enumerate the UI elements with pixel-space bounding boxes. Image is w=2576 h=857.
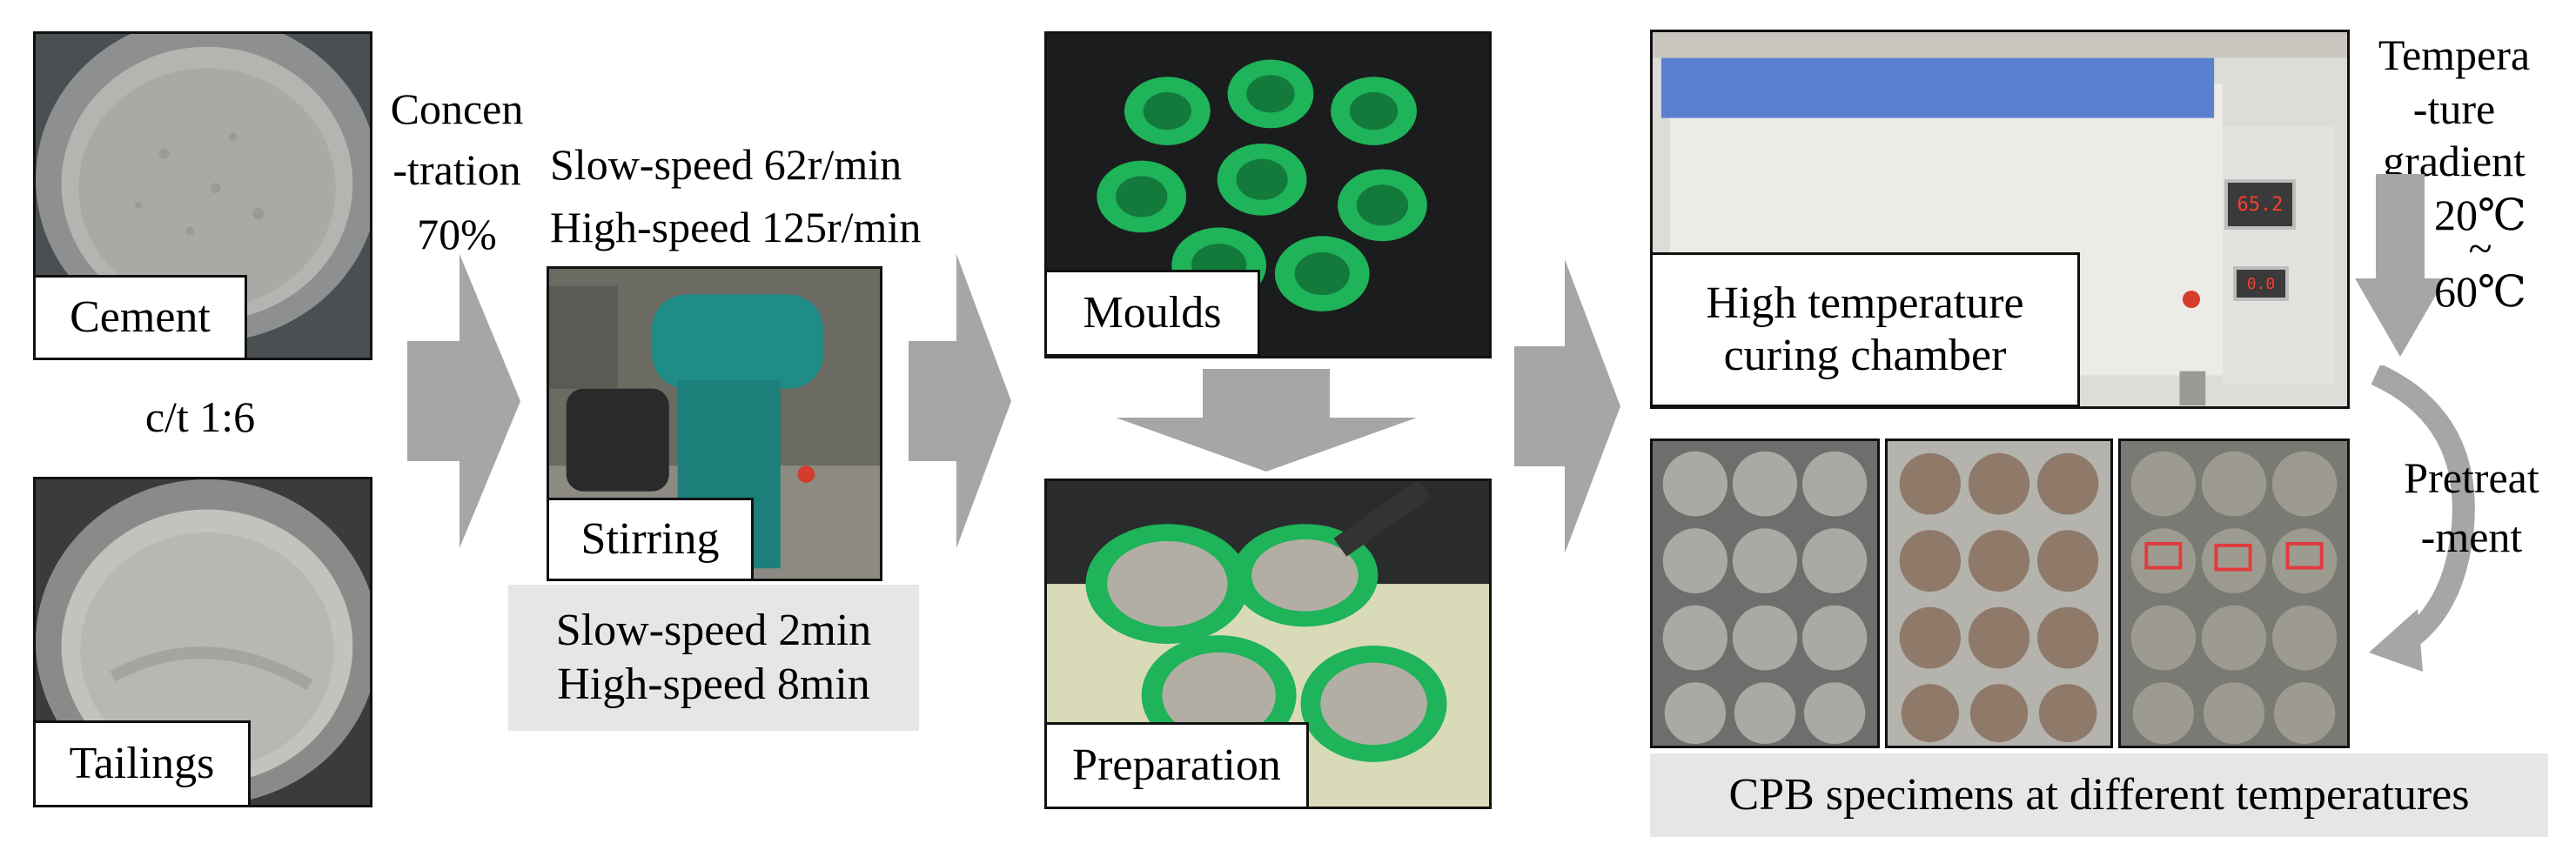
stirring-machine-photo bbox=[547, 266, 882, 581]
stirring-label: Stirring bbox=[547, 498, 754, 581]
flow-arrow-down bbox=[1116, 369, 1417, 472]
flow-arrow-2 bbox=[909, 254, 1011, 548]
chamber-readout-bottom: 0.0 bbox=[2246, 274, 2276, 293]
concentration-line-2: -tration bbox=[392, 145, 521, 194]
stirring-time-box: Slow-speed 2min High-speed 8min bbox=[508, 585, 919, 731]
temperature-arrow bbox=[2355, 174, 2445, 357]
pretreatment-arrow bbox=[2367, 365, 2480, 687]
temp-gradient-high: 60℃ bbox=[2434, 267, 2526, 316]
specimens-photo-1 bbox=[1650, 439, 1880, 748]
specimens-photo-3 bbox=[2118, 439, 2350, 748]
specimens-photo-2 bbox=[1885, 439, 2113, 748]
pretreatment-line-2: -ment bbox=[2420, 512, 2523, 561]
chamber-readout-top: 65.2 bbox=[2237, 193, 2284, 216]
chamber-label: High temperature curing chamber bbox=[1650, 252, 2080, 407]
temp-gradient-line-1: Tempera bbox=[2378, 30, 2531, 79]
specimens-caption: CPB specimens at different temperatures bbox=[1650, 753, 2548, 837]
chamber-label-line-2: curing chamber bbox=[1723, 331, 2007, 380]
temp-gradient-tilde: ~ bbox=[2468, 224, 2492, 272]
cement-label: Cement bbox=[33, 275, 247, 360]
stirring-speed-line-2: High-speed 125r/min bbox=[550, 203, 922, 251]
flow-arrow-1 bbox=[407, 254, 520, 548]
stirring-time-line-2: High-speed 8min bbox=[557, 659, 870, 709]
stirring-time-line-1: Slow-speed 2min bbox=[555, 605, 872, 655]
chamber-knob bbox=[2183, 291, 2200, 308]
chamber-display-top: 65.2 bbox=[2224, 179, 2296, 230]
temp-gradient-low: 20℃ bbox=[2434, 191, 2526, 239]
temp-gradient-line-2: -ture bbox=[2412, 84, 2496, 133]
pretreatment-line-1: Pretreat bbox=[2404, 453, 2539, 502]
stirring-speed-line-1: Slow-speed 62r/min bbox=[550, 140, 902, 189]
chamber-label-line-1: High temperature bbox=[1706, 278, 2024, 329]
flow-arrow-3 bbox=[1514, 259, 1620, 553]
chamber-display-bottom: 0.0 bbox=[2233, 266, 2289, 301]
preparation-label: Preparation bbox=[1044, 722, 1309, 809]
moulds-label: Moulds bbox=[1044, 270, 1260, 357]
moulds-photo bbox=[1044, 31, 1492, 358]
tailings-label: Tailings bbox=[33, 720, 251, 807]
ratio-text: c/t 1:6 bbox=[144, 392, 256, 441]
concentration-line-1: Concen bbox=[390, 84, 524, 133]
concentration-line-3: 70% bbox=[417, 210, 497, 258]
